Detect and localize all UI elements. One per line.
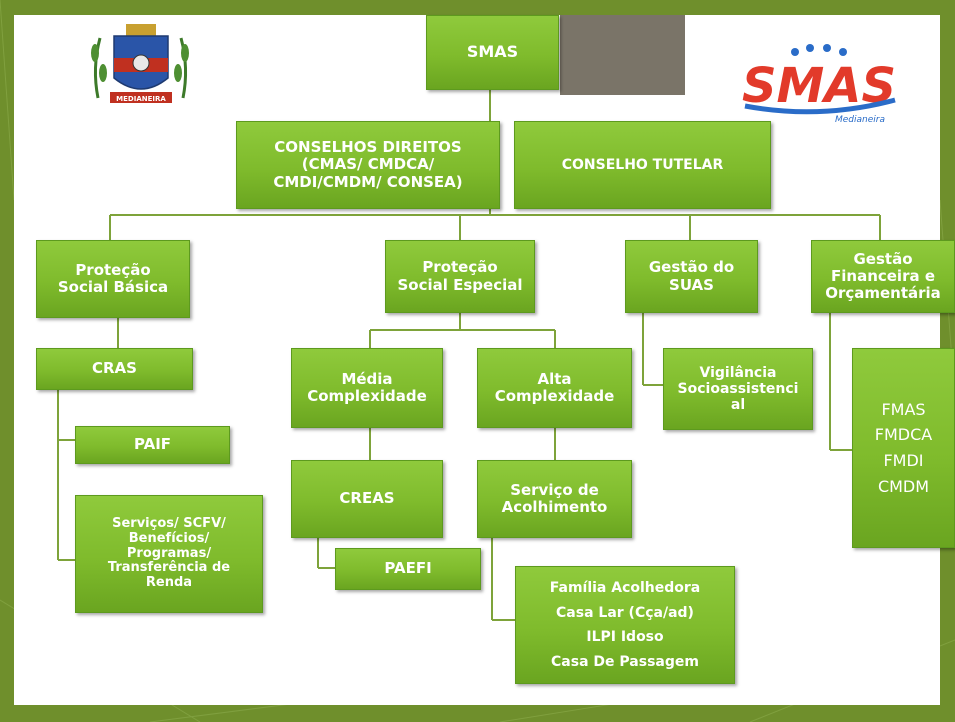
protecao-especial-line-1: Proteção	[422, 258, 498, 277]
servicos-line-4: Transferência de	[107, 560, 231, 576]
vigilancia-line-1: Vigilância	[699, 364, 777, 381]
gestao-suas-node[interactable]: Gestão do SUAS	[625, 240, 758, 313]
paefi-node[interactable]: PAEFI	[335, 548, 481, 590]
acolhimento-line-2: Acolhimento	[501, 498, 608, 516]
cras-node[interactable]: CRAS	[36, 348, 193, 390]
alta-service-1: Família Acolhedora	[549, 580, 701, 596]
conselhos-line-1: CONSELHOS DIREITOS	[274, 138, 462, 157]
paefi-label: PAEFI	[384, 559, 432, 578]
paif-node[interactable]: PAIF	[75, 426, 230, 464]
fund-fmdi: FMDI	[883, 451, 924, 470]
cras-label: CRAS	[92, 359, 137, 378]
protecao-basica-line-1: Proteção	[75, 260, 151, 279]
alta-service-2: Casa Lar (Cça/ad)	[556, 604, 694, 621]
smas-logo: SMAS Medianeira	[742, 44, 896, 125]
alta-service-4: Casa De Passagem	[551, 653, 699, 670]
alta-line-1: Alta	[537, 369, 572, 388]
conselhos-direitos-node[interactable]: CONSELHOS DIREITOS (CMAS/ CMDCA/ CMDI/CM…	[236, 121, 500, 209]
media-line-2: Complexidade	[307, 387, 427, 405]
gestao-suas-line-1: Gestão do	[648, 258, 735, 277]
gestao-financeira-node[interactable]: Gestão Financeira e Orçamentária	[811, 240, 955, 313]
paif-label: PAIF	[133, 435, 172, 454]
servicos-line-1: Serviços/ SCFV/	[112, 515, 226, 531]
conselho-tutelar-label: CONSELHO TUTELAR	[561, 156, 724, 173]
vigilancia-line-2: Socioassistenci	[677, 380, 799, 397]
acolhimento-node[interactable]: Serviço de Acolhimento	[477, 460, 632, 538]
alta-services-list-node[interactable]: Família Acolhedora Casa Lar (Cça/ad) ILP…	[515, 566, 735, 684]
vigilancia-node[interactable]: Vigilância Socioassistenci al	[663, 348, 813, 430]
alta-service-3: ILPI Idoso	[586, 629, 664, 645]
fund-cmdm: CMDM	[877, 476, 930, 496]
protecao-especial-line-2: Social Especial	[397, 275, 523, 294]
conselhos-line-2: (CMAS/ CMDCA/	[301, 155, 435, 174]
fund-fmas: FMAS	[881, 399, 926, 419]
creas-node[interactable]: CREAS	[291, 460, 443, 538]
alta-complexidade-node[interactable]: Alta Complexidade	[477, 348, 632, 428]
funds-node[interactable]: FMAS FMDCA FMDI CMDM	[852, 348, 955, 548]
protecao-basica-node[interactable]: Proteção Social Básica	[36, 240, 190, 318]
decorative-tab	[560, 15, 685, 95]
crest-banner-text: MEDIANEIRA	[116, 95, 166, 103]
media-complexidade-node[interactable]: Média Complexidade	[291, 348, 443, 428]
smas-node[interactable]: SMAS	[426, 15, 559, 90]
gestao-financeira-line-3: Orçamentária	[825, 284, 941, 303]
protecao-especial-node[interactable]: Proteção Social Especial	[385, 240, 535, 313]
servicos-line-3: Programas/	[126, 545, 212, 561]
acolhimento-line-1: Serviço de	[510, 480, 599, 499]
gestao-financeira-line-2: Financeira e	[831, 266, 935, 285]
conselhos-line-3: CMDI/CMDM/ CONSEA)	[273, 172, 463, 191]
media-line-1: Média	[341, 369, 393, 388]
alta-line-2: Complexidade	[494, 387, 615, 405]
smas-node-label: SMAS	[466, 42, 519, 62]
servicos-line-5: Renda	[145, 575, 193, 591]
servicos-line-2: Benefícios/	[128, 530, 210, 546]
vigilancia-line-3: al	[730, 397, 746, 414]
conselho-tutelar-node[interactable]: CONSELHO TUTELAR	[514, 121, 771, 209]
gestao-financeira-line-1: Gestão	[853, 249, 913, 268]
creas-label: CREAS	[339, 489, 395, 508]
gestao-suas-line-2: SUAS	[669, 275, 714, 294]
smas-logo-subtitle: Medianeira	[835, 115, 885, 125]
servicos-node[interactable]: Serviços/ SCFV/ Benefícios/ Programas/ T…	[75, 495, 263, 613]
city-crest-logo: MEDIANEIRA	[78, 18, 203, 110]
protecao-basica-line-2: Social Básica	[57, 278, 169, 296]
fund-fmdca: FMDCA	[874, 425, 933, 445]
